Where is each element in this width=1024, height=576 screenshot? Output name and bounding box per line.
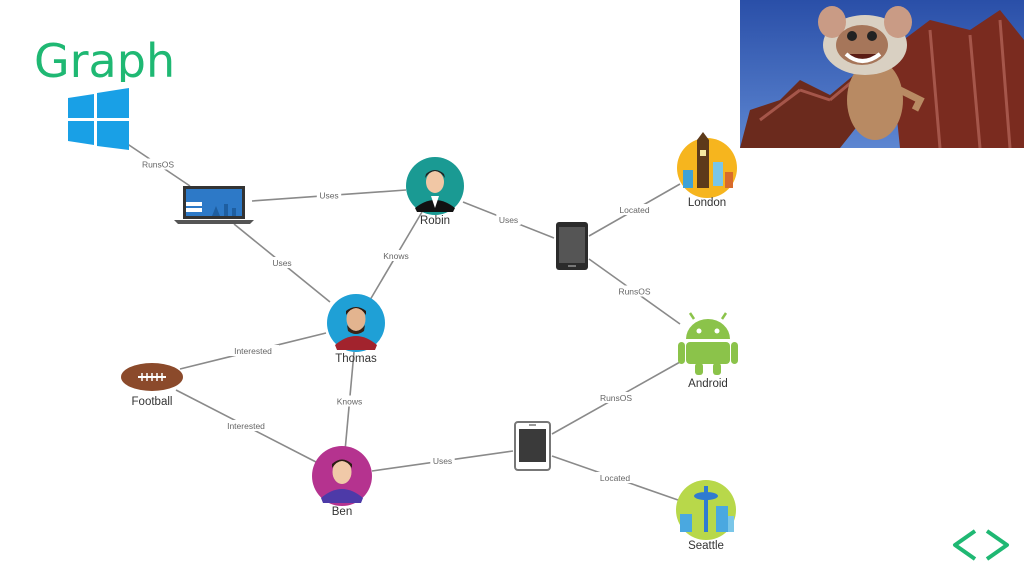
edge-label-background <box>595 472 635 483</box>
creature-photo <box>740 0 1024 148</box>
node-label-football: Football <box>132 396 173 408</box>
slide-navigation <box>950 528 1010 562</box>
edge-label-background <box>381 250 411 261</box>
node-label-thomas: Thomas <box>335 353 377 365</box>
previous-slide-button[interactable] <box>950 528 980 562</box>
edge-label-background <box>335 395 364 407</box>
next-slide-button[interactable] <box>982 528 1012 562</box>
edge-label-laptop-robin: Uses <box>319 191 338 201</box>
slide-title: Graph <box>34 38 176 82</box>
edge-label-background <box>496 214 521 225</box>
edge-label-background <box>617 285 652 297</box>
edge-label-ben-tablet: Uses <box>433 456 452 466</box>
edge-label-thomas-ben: Knows <box>337 397 363 407</box>
football-icon <box>121 363 183 391</box>
edge-label-tablet-seattle: Located <box>600 473 631 483</box>
edge-label-background <box>220 420 272 431</box>
node-label-android: Android <box>688 378 728 390</box>
ben-avatar-icon <box>312 446 372 506</box>
london-city-icon <box>677 132 737 198</box>
edge-label-background <box>599 392 633 403</box>
tablet-icon <box>514 421 551 471</box>
edge-label-phone1-android: RunsOS <box>618 287 650 297</box>
edge-label-phone1-london: Located <box>619 205 650 215</box>
robin-avatar-icon <box>406 157 464 215</box>
node-label-seattle: Seattle <box>688 540 724 552</box>
edge-label-football-ben: Interested <box>227 421 265 431</box>
edge-label-background <box>227 345 279 356</box>
thomas-avatar-icon <box>327 294 385 352</box>
edge-label-background <box>430 455 455 466</box>
edge-label-background <box>615 204 654 215</box>
chevron-left-icon <box>953 529 977 561</box>
edge-label-robin-phone1: Uses <box>499 215 518 225</box>
node-label-ben: Ben <box>332 506 352 518</box>
node-label-london: London <box>688 197 726 209</box>
phone-icon <box>556 222 588 270</box>
edge-label-windows-laptop: RunsOS <box>142 160 174 170</box>
edge-label-robin-thomas: Knows <box>383 251 409 261</box>
android-logo-icon <box>678 312 738 375</box>
edge-label-laptop-thomas: Uses <box>272 258 291 268</box>
node-label-robin: Robin <box>420 215 450 227</box>
edge-label-background <box>141 158 175 170</box>
chevron-right-icon <box>985 529 1009 561</box>
edge-label-thomas-football: Interested <box>234 346 272 356</box>
laptop-icon <box>174 186 254 224</box>
edge-label-background <box>269 257 295 268</box>
seattle-city-icon <box>676 480 736 540</box>
edge-label-tablet-android: RunsOS <box>600 393 632 403</box>
edge-label-background <box>316 189 342 201</box>
windows-logo-icon <box>68 88 129 150</box>
